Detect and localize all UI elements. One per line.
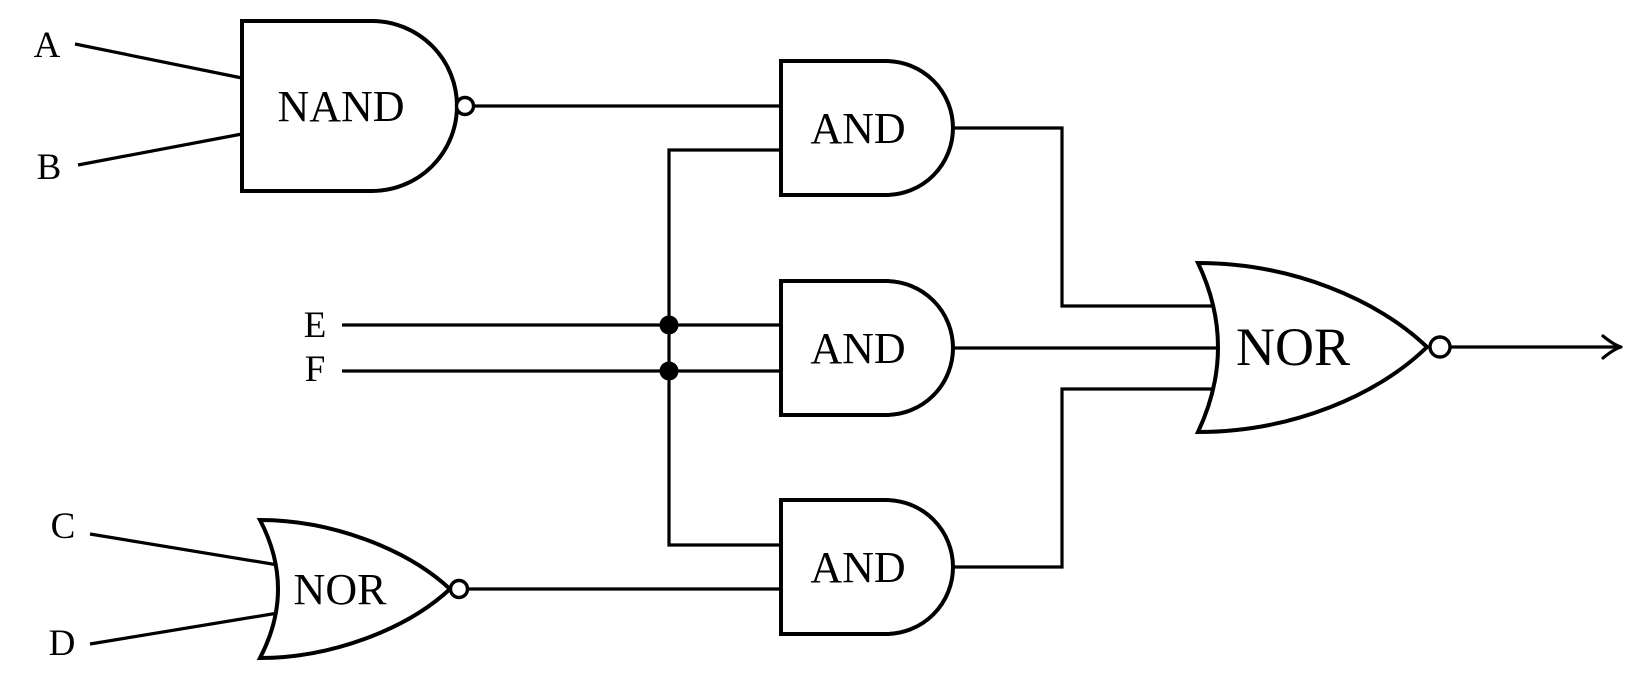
- and-top-gate-label: AND: [810, 104, 905, 153]
- wire-and-top-to-nor-output: [953, 126, 1222, 308]
- input-label-f: F: [305, 349, 326, 390]
- nand-inversion-bubble: [454, 95, 476, 117]
- wire-and-bottom-to-nor-output: [953, 387, 1222, 569]
- wire-input-b: [77, 132, 243, 167]
- and-middle-gate-body: [779, 279, 955, 417]
- junction-dot-f: [659, 361, 679, 381]
- wires: [74, 42, 1617, 646]
- junction-dot-e: [659, 315, 679, 335]
- input-labels: A B C D E F: [34, 25, 327, 664]
- gate-nor-left: NOR: [256, 517, 470, 661]
- wire-input-d: [89, 610, 285, 646]
- nand-gate-label: NAND: [277, 82, 404, 131]
- gate-and-top: AND: [779, 59, 955, 197]
- gate-nor-output: NOR: [1194, 260, 1452, 435]
- input-label-b: B: [37, 147, 62, 188]
- wire-input-c: [89, 532, 285, 568]
- nor-output-gate-label: NOR: [1236, 317, 1350, 377]
- input-label-c: C: [51, 506, 76, 547]
- nor-output-inversion-bubble: [1428, 335, 1452, 359]
- input-label-d: D: [49, 623, 76, 664]
- input-label-a: A: [34, 25, 61, 66]
- wire-input-a: [74, 42, 243, 80]
- gate-and-middle: AND: [779, 279, 955, 417]
- output-arrow-icon: [1601, 334, 1623, 360]
- and-bottom-gate-label: AND: [810, 543, 905, 592]
- gate-and-bottom: AND: [779, 498, 955, 636]
- wire-ef-branch: [667, 148, 781, 547]
- gate-nand-left: NAND: [240, 19, 476, 193]
- and-top-gate-body: [779, 59, 955, 197]
- and-bottom-gate-body: [779, 498, 955, 636]
- nor-output-gate-body: [1194, 260, 1430, 435]
- nor-left-inversion-bubble: [448, 578, 470, 600]
- nor-left-gate-body: [256, 517, 453, 661]
- input-label-e: E: [304, 305, 327, 346]
- and-middle-gate-label: AND: [810, 324, 905, 373]
- nor-left-gate-label: NOR: [294, 565, 388, 614]
